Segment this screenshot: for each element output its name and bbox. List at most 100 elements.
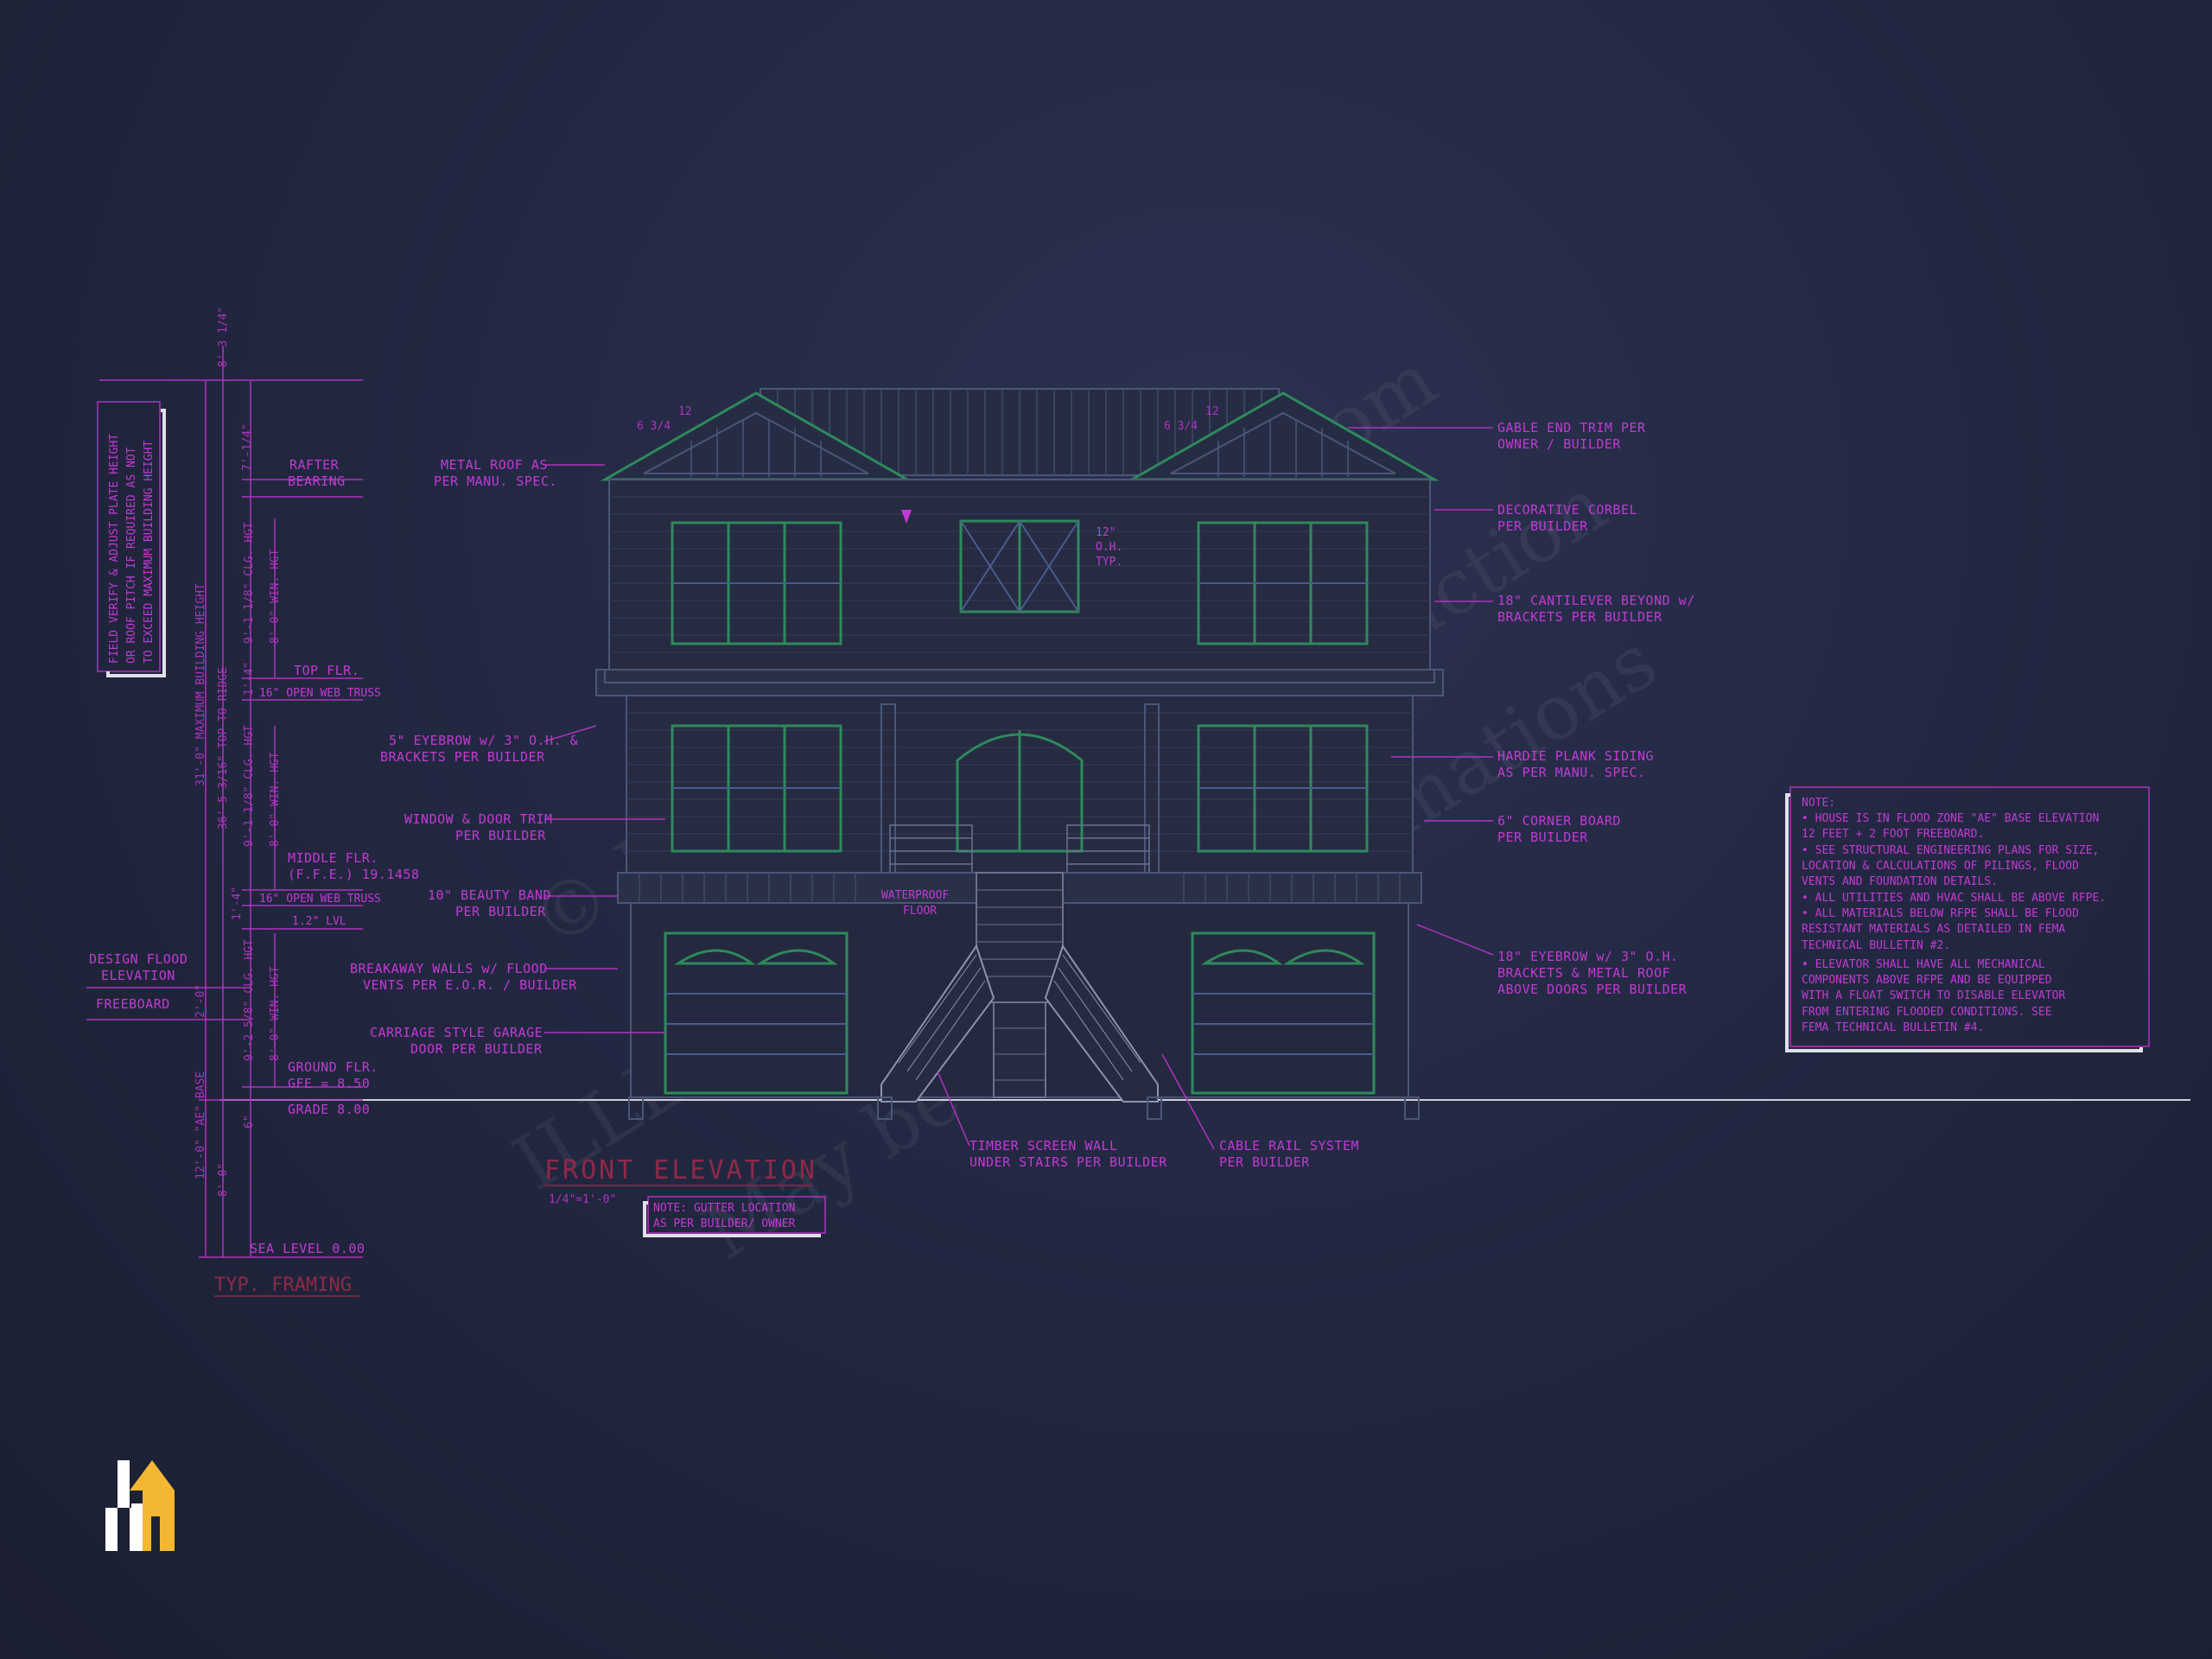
dim-max-height: 31'-0" MAXIMUM BUILDING HEIGHT: [194, 583, 207, 786]
note-line: FROM ENTERING FLOODED CONDITIONS. SEE: [1802, 1006, 2052, 1019]
field-note-3: TO EXCEED MAXIMUM BUILDING HEIGHT: [143, 441, 156, 664]
callout-cantilever-2: BRACKETS PER BUILDER: [1497, 609, 1662, 625]
note-line: • HOUSE IS IN FLOOD ZONE "AE" BASE ELEVA…: [1802, 812, 2099, 825]
gutter-note-2: AS PER BUILDER/ OWNER: [653, 1217, 796, 1230]
label-design-flood-1: DESIGN FLOOD: [89, 951, 188, 967]
callout-oh-2: O.H.: [1096, 541, 1122, 554]
callout-timber-1: TIMBER SCREEN WALL: [969, 1138, 1118, 1154]
label-grade: GRADE 8.00: [288, 1102, 370, 1117]
callout-eyebrow-1: 5" EYEBROW w/ 3" O.H. &: [389, 733, 578, 748]
note-line: • ALL MATERIALS BELOW RFPE SHALL BE FLOO…: [1802, 907, 2079, 920]
pitch-right-run: 12: [1205, 405, 1219, 418]
dim-lower-win: 8'-0" WIN. HGT: [269, 966, 282, 1061]
callout-metal-roof-1: METAL ROOF AS: [441, 457, 548, 473]
callout-oh-1: 12": [1096, 526, 1116, 539]
note-line: • ELEVATOR SHALL HAVE ALL MECHANICAL: [1802, 958, 2045, 971]
gutter-note-box: NOTE: GUTTER LOCATION AS PER BUILDER/ OW…: [643, 1196, 826, 1237]
note-line: WITH A FLOAT SWITCH TO DISABLE ELEVATOR: [1802, 989, 2065, 1002]
middle-window-right: [1197, 724, 1369, 853]
note-line: RESISTANT MATERIALS AS DETAILED IN FEMA: [1802, 923, 2065, 936]
callout-corner-2: PER BUILDER: [1497, 830, 1588, 845]
framing-dimensions: 8'-3 1/4" 7'-1/4" 9'-1 1/8" CLG. HGT 8'-…: [86, 307, 420, 1297]
note-line: VENTS AND FOUNDATION DETAILS.: [1802, 875, 1998, 888]
dim-sea: 8'-0": [217, 1163, 230, 1197]
dim-lower-two: 2'-0": [194, 984, 207, 1018]
callout-eyebrow-roof-1: 18" EYEBROW w/ 3" O.H.: [1497, 949, 1679, 964]
middle-window-left: [671, 724, 842, 853]
sheet-title-block: FRONT ELEVATION 1/4"=1'-0": [544, 1155, 817, 1206]
callout-breakaway-1: BREAKAWAY WALLS w/ FLOOD: [350, 961, 548, 976]
dim-ae-base: 12'-0" "AE" BASE: [194, 1071, 207, 1179]
callout-oh-3: TYP.: [1096, 556, 1122, 569]
sheet-scale: 1/4"=1'-0": [549, 1193, 616, 1206]
callout-gable-trim-2: OWNER / BUILDER: [1497, 436, 1621, 452]
callouts-center: 12" O.H. TYP. WATERPROOF FLOOR TIMBER SC…: [881, 510, 1359, 1170]
note-line: • ALL UTILITIES AND HVAC SHALL BE ABOVE …: [1802, 892, 2106, 905]
dim-grade-offset: 6": [243, 1115, 256, 1128]
label-sea-level: SEA LEVEL 0.00: [250, 1241, 365, 1256]
callout-cable-2: PER BUILDER: [1219, 1154, 1310, 1170]
note-line: TECHNICAL BULLETIN #2.: [1802, 939, 1950, 952]
callout-window-trim-2: PER BUILDER: [455, 828, 546, 843]
callout-waterproof-2: FLOOR: [903, 905, 937, 918]
entry-door: [956, 730, 1084, 853]
callout-corbel-2: PER BUILDER: [1497, 518, 1588, 534]
label-design-flood-2: ELEVATION: [101, 968, 175, 983]
notes-box: NOTE: • HOUSE IS IN FLOOD ZONE "AE" BASE…: [1785, 786, 2150, 1052]
top-window-center: [959, 519, 1080, 613]
dim-upper-clg: 9'-1 1/8" CLG. HGT: [243, 522, 256, 644]
callout-beauty-band-2: PER BUILDER: [455, 904, 546, 919]
callout-corner-1: 6" CORNER BOARD: [1497, 813, 1621, 829]
entry-stairs: [880, 872, 1159, 1103]
framing-title: TYP. FRAMING: [214, 1274, 352, 1296]
garage-door-right: [1191, 931, 1376, 1095]
field-note-1: FIELD VERIFY & ADJUST PLATE HEIGHT: [108, 434, 121, 664]
dim-lower-clg: 9'-2 5/8" CLG. HGT: [243, 939, 256, 1061]
top-window-left: [671, 521, 842, 645]
callout-breakaway-2: VENTS PER E.O.R. / BUILDER: [363, 977, 577, 993]
callout-beauty-band-1: 10" BEAUTY BAND: [428, 887, 551, 903]
callout-corbel-1: DECORATIVE CORBEL: [1497, 502, 1637, 518]
label-truss-upper: 16" OPEN WEB TRUSS: [259, 687, 381, 700]
note-line: LOCATION & CALCULATIONS OF PILINGS, FLOO…: [1802, 860, 2079, 873]
pitch-left-run: 12: [678, 405, 692, 418]
dim-upper-truss: 1'-4": [243, 662, 256, 696]
house-h-logo-icon: [105, 1460, 175, 1551]
callout-gable-trim-1: GABLE END TRIM PER: [1497, 420, 1646, 435]
callout-eyebrow-roof-3: ABOVE DOORS PER BUILDER: [1497, 982, 1688, 997]
garage-door-left: [664, 931, 849, 1095]
note-line: COMPONENTS ABOVE RFPE AND BE EQUIPPED: [1802, 974, 2052, 987]
label-middle-flr-2: (F.F.E.) 19.1458: [288, 867, 420, 882]
dim-middle-win: 8'-0" WIN. HGT: [269, 752, 282, 847]
top-window-right: [1197, 521, 1369, 645]
label-rafter-1: RAFTER: [289, 457, 340, 473]
callout-siding-1: HARDIE PLANK SIDING: [1497, 748, 1654, 764]
label-ground-flr-2: GFE = 8.50: [288, 1076, 370, 1091]
dim-upper-win: 8'-0" WIN. HGT: [269, 549, 282, 644]
gutter-note-1: NOTE: GUTTER LOCATION: [653, 1202, 795, 1215]
callout-cantilever-1: 18" CANTILEVER BEYOND w/: [1497, 593, 1695, 608]
sheet-title: FRONT ELEVATION: [544, 1155, 817, 1185]
dim-roof: 7'-1/4": [241, 423, 254, 471]
callout-window-trim-1: WINDOW & DOOR TRIM: [404, 811, 553, 827]
label-middle-flr-1: MIDDLE FLR.: [288, 850, 378, 866]
callout-eyebrow-roof-2: BRACKETS & METAL ROOF: [1497, 965, 1670, 981]
note-line: FEMA TECHNICAL BULLETIN #4.: [1802, 1021, 1984, 1034]
callout-cable-1: CABLE RAIL SYSTEM: [1219, 1138, 1359, 1154]
note-line: 12 FEET + 2 FOOT FREEBOARD.: [1802, 828, 1984, 841]
house-elevation: [595, 388, 1444, 1120]
pilings: [628, 1096, 1420, 1120]
callout-metal-roof-2: PER MANU. SPEC.: [434, 474, 557, 489]
label-freeboard: FREEBOARD: [96, 996, 170, 1012]
callout-timber-2: UNDER STAIRS PER BUILDER: [969, 1154, 1167, 1170]
note-line: • SEE STRUCTURAL ENGINEERING PLANS FOR S…: [1802, 844, 2099, 857]
callout-siding-2: AS PER MANU. SPEC.: [1497, 765, 1646, 780]
label-top-flr: TOP FLR.: [294, 663, 359, 678]
callout-garage-door-1: CARRIAGE STYLE GARAGE: [370, 1025, 543, 1040]
label-ground-flr-1: GROUND FLR.: [288, 1059, 378, 1075]
callout-garage-door-2: DOOR PER BUILDER: [410, 1041, 543, 1057]
callout-waterproof-1: WATERPROOF: [881, 889, 949, 902]
callout-eyebrow-2: BRACKETS PER BUILDER: [380, 749, 545, 765]
